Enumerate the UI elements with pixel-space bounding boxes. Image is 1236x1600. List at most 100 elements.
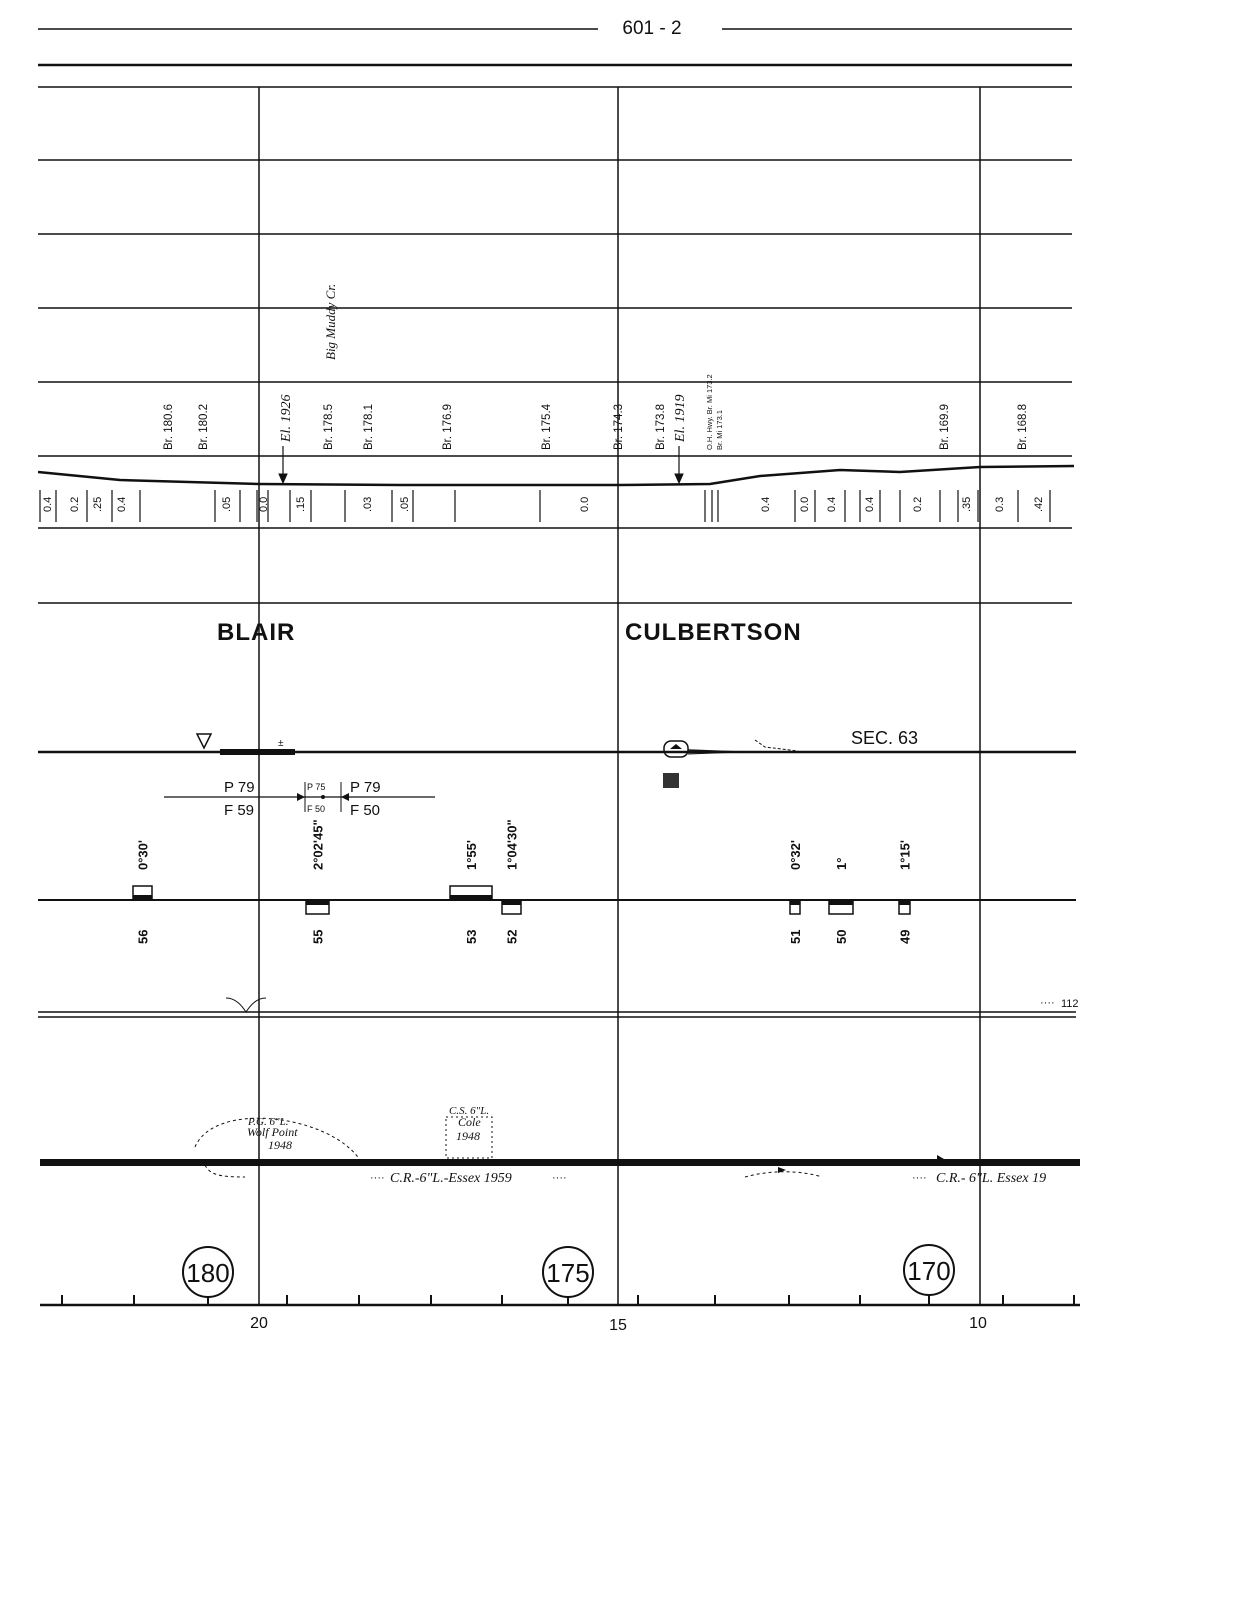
rail-note-cs: Cole <box>458 1115 481 1129</box>
rail-section-bracket <box>204 1164 246 1178</box>
crossing-mark <box>225 997 267 1013</box>
grade-value: 0.2 <box>912 497 924 512</box>
grade-value: 0.4 <box>42 497 54 512</box>
milepost-175: 175 <box>542 1246 594 1298</box>
grade-value: 0.0 <box>258 497 270 512</box>
bridge-label: Br. 180.2 <box>198 404 210 450</box>
rail-bar <box>40 1159 1080 1166</box>
curve-number: 49 <box>898 930 913 944</box>
milepost-label: 175 <box>546 1258 589 1288</box>
grade-value: 0.4 <box>826 497 838 512</box>
bridge-label: Br. 178.5 <box>323 404 335 450</box>
curve-degree: 1°15' <box>898 840 913 870</box>
grade-value: .05 <box>399 497 411 512</box>
curve-bar <box>306 900 329 905</box>
station-name-blair: BLAIR <box>217 619 295 646</box>
mile-scale-ticks <box>61 1295 1075 1305</box>
bridge-label: Br. 174.3 <box>613 404 625 450</box>
grade-value: .05 <box>221 497 233 512</box>
switch-mark: ± <box>278 738 284 749</box>
grade-value: 0.0 <box>579 497 591 512</box>
rail-section-bracket <box>445 1116 493 1159</box>
curve-degree: 1° <box>834 858 849 870</box>
bridge-label: Br. 169.9 <box>939 404 951 450</box>
arrow-icon <box>937 1155 944 1163</box>
rail-note-leader: ···· <box>912 1172 927 1184</box>
elevation-label: El. 1919 <box>673 395 688 443</box>
curve-degree: 0°32' <box>788 840 803 870</box>
curve-bar <box>133 895 152 900</box>
station-triangle-icon <box>195 733 213 750</box>
highway-bridge-label: Br. Mi 173.1 <box>715 410 724 450</box>
curve-bar <box>899 900 910 905</box>
rail-note-pg: Wolf Point <box>247 1125 298 1139</box>
scale-label: 10 <box>969 1315 987 1332</box>
curve-number: 51 <box>788 930 803 944</box>
grade-value: .25 <box>92 497 104 512</box>
speed-passenger: P 79 <box>350 779 381 796</box>
siding-bar <box>220 749 295 755</box>
rail-note-leader: ···· <box>552 1172 567 1184</box>
elevation-label: El. 1926 <box>279 395 294 443</box>
speed-freight: F 50 <box>350 802 380 819</box>
grade-value: 0.0 <box>799 497 811 512</box>
speed-freight: F 59 <box>224 802 254 819</box>
grade-value: 0.2 <box>69 497 81 512</box>
bridge-label: Br. 168.8 <box>1017 404 1029 450</box>
arrow-icon <box>778 1167 786 1173</box>
curve-degree: 1°04'30" <box>505 819 520 870</box>
grade-value: .15 <box>295 497 307 512</box>
line-number-leader: ···· <box>1040 997 1055 1009</box>
rail-note-pg: 1948 <box>268 1138 292 1152</box>
building-icon <box>663 773 679 788</box>
grade-value: 0.4 <box>760 497 772 512</box>
rail-note-cs: C.S. 6"L. <box>449 1105 489 1117</box>
grade-value: 0.4 <box>116 497 128 512</box>
curve-bar <box>450 895 492 900</box>
milepost-label: 170 <box>907 1256 950 1286</box>
curve-bar <box>790 900 800 905</box>
curve-number: 53 <box>464 930 479 944</box>
rail-note-leader: ···· <box>370 1172 385 1184</box>
curve-number: 55 <box>311 930 326 944</box>
scale-label: 20 <box>250 1315 268 1332</box>
grade-value: .42 <box>1033 497 1045 512</box>
milepost-label: 180 <box>186 1258 229 1288</box>
bridge-label: Br. 176.9 <box>442 404 454 450</box>
grade-values: 0.4 0.2 .25 0.4 .05 0.0 .15 .03 .05 0.0 0.4 0.0 0.4 0… <box>39 490 1051 522</box>
grade-value: .35 <box>961 497 973 512</box>
scale-label: 15 <box>609 1317 627 1334</box>
elevation-arrow <box>278 446 684 485</box>
grade-value: 0.3 <box>994 497 1006 512</box>
rail-note-cr: C.R.- 6"L. Essex 19 <box>936 1171 1046 1186</box>
speed-passenger: P 79 <box>224 779 255 796</box>
section-label: SEC. 63 <box>851 728 918 748</box>
curve-degree: 2°02'45" <box>311 819 326 870</box>
rail-section-bracket <box>744 1171 823 1178</box>
curve-degree: 0°30' <box>136 840 151 870</box>
rail-note-pg: P.G. 6"L. <box>247 1116 288 1128</box>
bridge-label: Br. 173.8 <box>655 404 667 450</box>
curve-degree: 1°55' <box>464 840 479 870</box>
bridge-label: Br. 175.4 <box>541 403 553 450</box>
curve-number: 52 <box>505 930 520 944</box>
station-name-culbertson: CULBERTSON <box>625 619 802 646</box>
milepost-170: 170 <box>903 1244 955 1296</box>
curve-bar <box>502 900 521 905</box>
speed-zone <box>164 782 435 812</box>
grade-profile-line <box>37 464 1075 487</box>
speed-passenger: P 75 <box>307 782 325 792</box>
rail-section-bracket <box>194 1117 361 1161</box>
curve-number: 56 <box>136 930 151 944</box>
rail-note-cr: C.R.-6"L.-Essex 1959 <box>390 1171 512 1186</box>
depot-icon <box>663 740 741 758</box>
stream-label: Big Muddy Cr. <box>323 284 338 360</box>
milepost-180: 180 <box>182 1246 234 1298</box>
curves: 0°30' 56 2°02'45" 55 1°55' 53 1°04'30" 52 0°32' 5… <box>132 819 913 944</box>
grade-value: .03 <box>362 497 374 512</box>
spur-track <box>754 739 799 752</box>
band-rules <box>38 86 1072 604</box>
page-number: 601 - 2 <box>622 18 681 39</box>
mile-grid-verticals <box>258 87 981 1305</box>
